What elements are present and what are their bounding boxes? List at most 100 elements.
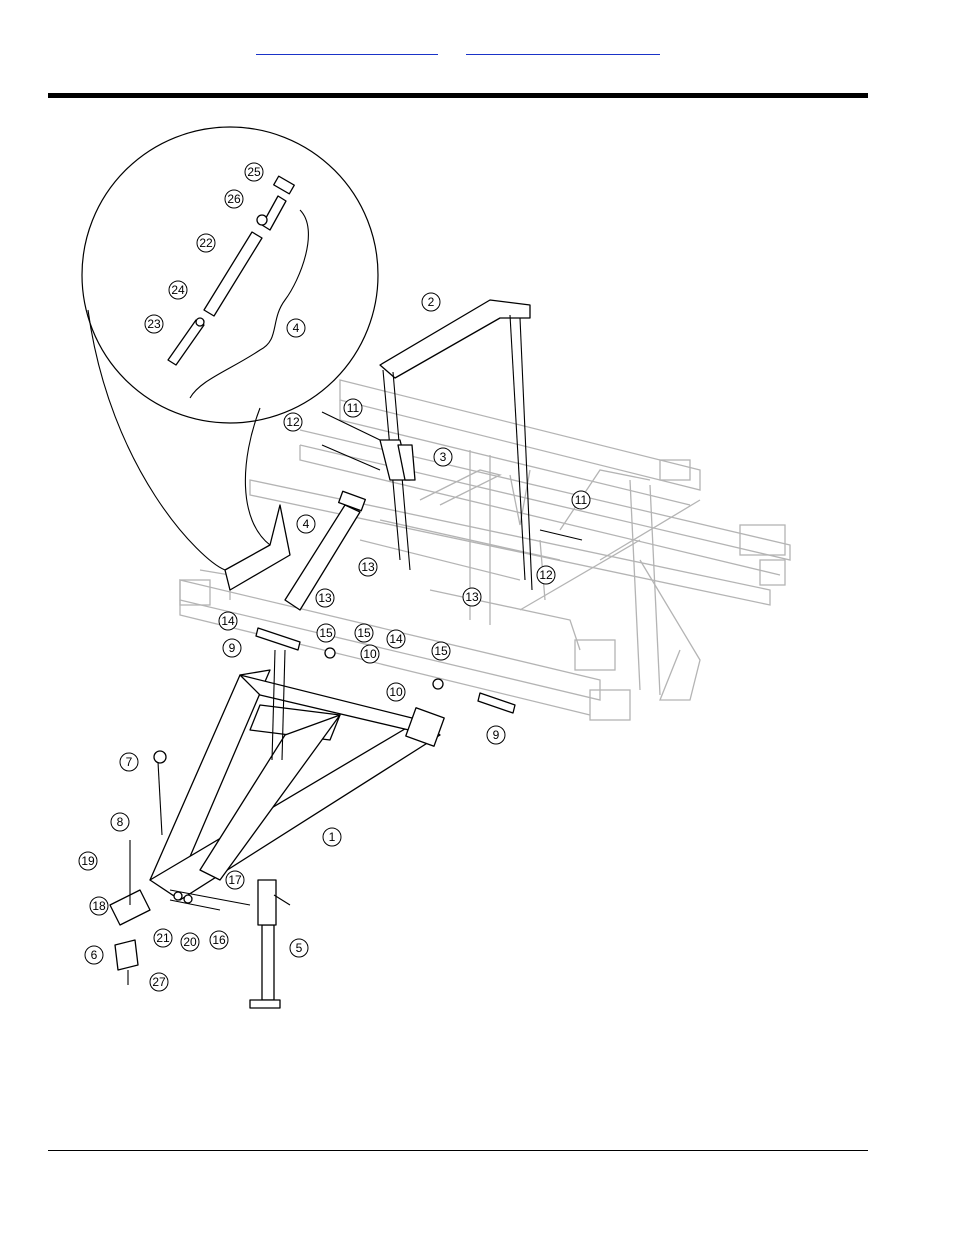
callout-10: 10 bbox=[360, 644, 380, 664]
callout-13: 13 bbox=[462, 587, 482, 607]
callout-label: 10 bbox=[389, 685, 403, 699]
callout-7: 7 bbox=[119, 752, 139, 772]
callout-25: 25 bbox=[244, 162, 264, 182]
callout-circle bbox=[78, 851, 98, 871]
callout-12: 12 bbox=[536, 565, 556, 585]
callout-label: 27 bbox=[152, 975, 166, 989]
callout-circle bbox=[354, 623, 374, 643]
callout-15: 15 bbox=[316, 623, 336, 643]
callout-circle bbox=[196, 233, 216, 253]
callout-2: 2 bbox=[421, 292, 441, 312]
callout-13: 13 bbox=[315, 588, 335, 608]
callout-circle bbox=[358, 557, 378, 577]
callout-circle bbox=[225, 870, 245, 890]
callout-circle bbox=[571, 490, 591, 510]
callout-17: 17 bbox=[225, 870, 245, 890]
callout-circle bbox=[386, 682, 406, 702]
bottom-rule bbox=[48, 1150, 868, 1151]
callout-label: 6 bbox=[91, 948, 98, 962]
callout-14: 14 bbox=[386, 629, 406, 649]
callout-label: 2 bbox=[428, 295, 435, 309]
callout-24: 24 bbox=[168, 280, 188, 300]
hitch-assembly bbox=[109, 299, 583, 1009]
callout-circle bbox=[218, 611, 238, 631]
callout-circle bbox=[209, 930, 229, 950]
callout-label: 1 bbox=[329, 830, 336, 844]
header-link-right[interactable] bbox=[466, 44, 660, 55]
callout-circle bbox=[84, 945, 104, 965]
callout-label: 14 bbox=[389, 632, 403, 646]
callout-circle bbox=[386, 629, 406, 649]
callout-circle bbox=[286, 318, 306, 338]
callout-label: 8 bbox=[117, 815, 124, 829]
callout-circle bbox=[149, 972, 169, 992]
callout-19: 19 bbox=[78, 851, 98, 871]
callout-label: 20 bbox=[183, 935, 197, 949]
callout-18: 18 bbox=[89, 896, 109, 916]
callout-label: 7 bbox=[126, 755, 133, 769]
callout-15: 15 bbox=[354, 623, 374, 643]
callout-label: 13 bbox=[465, 590, 479, 604]
callout-circle bbox=[343, 398, 363, 418]
callout-label: 4 bbox=[293, 321, 300, 335]
callout-circle bbox=[315, 588, 335, 608]
callout-label: 10 bbox=[363, 647, 377, 661]
callout-3: 3 bbox=[433, 447, 453, 467]
callout-label: 25 bbox=[247, 165, 261, 179]
callout-circle bbox=[144, 314, 164, 334]
callout-label: 15 bbox=[319, 626, 333, 640]
callout-label: 21 bbox=[156, 931, 170, 945]
callout-circle bbox=[296, 514, 316, 534]
callout-label: 17 bbox=[228, 873, 242, 887]
callout-circle bbox=[153, 928, 173, 948]
callout-label: 9 bbox=[229, 641, 236, 655]
callout-6: 6 bbox=[84, 945, 104, 965]
callout-13: 13 bbox=[358, 557, 378, 577]
top-rule bbox=[48, 93, 868, 98]
callout-label: 11 bbox=[347, 401, 360, 415]
callout-circle bbox=[89, 896, 109, 916]
callout-label: 3 bbox=[440, 450, 447, 464]
callout-label: 15 bbox=[357, 626, 371, 640]
callout-circle bbox=[316, 623, 336, 643]
callout-label: 9 bbox=[493, 728, 500, 742]
callout-label: 24 bbox=[171, 283, 185, 297]
callout-circle bbox=[431, 641, 451, 661]
callout-14: 14 bbox=[218, 611, 238, 631]
callout-label: 16 bbox=[212, 933, 226, 947]
callout-label: 18 bbox=[92, 899, 106, 913]
callout-circle bbox=[283, 412, 303, 432]
callout-26: 26 bbox=[224, 189, 244, 209]
header-link-left[interactable] bbox=[256, 44, 438, 55]
callout-label: 22 bbox=[199, 236, 213, 250]
callout-5: 5 bbox=[289, 938, 309, 958]
callout-10: 10 bbox=[386, 682, 406, 702]
callout-4: 4 bbox=[286, 318, 306, 338]
callout-15: 15 bbox=[431, 641, 451, 661]
callout-12: 12 bbox=[283, 412, 303, 432]
callout-circle bbox=[244, 162, 264, 182]
callout-22: 22 bbox=[196, 233, 216, 253]
callout-label: 4 bbox=[303, 517, 310, 531]
callout-20: 20 bbox=[180, 932, 200, 952]
frame-background bbox=[179, 379, 791, 721]
callout-label: 19 bbox=[81, 854, 95, 868]
callout-circle bbox=[462, 587, 482, 607]
callout-label: 12 bbox=[286, 415, 300, 429]
callout-circle bbox=[222, 638, 242, 658]
detail-circle bbox=[81, 126, 379, 591]
callout-circle bbox=[433, 447, 453, 467]
callout-circle bbox=[119, 752, 139, 772]
callout-11: 11 bbox=[571, 490, 591, 510]
callout-circle bbox=[360, 644, 380, 664]
callout-21: 21 bbox=[153, 928, 173, 948]
callout-1: 1 bbox=[322, 827, 342, 847]
callout-9: 9 bbox=[486, 725, 506, 745]
callout-label: 13 bbox=[318, 591, 332, 605]
callout-11: 11 bbox=[343, 398, 363, 418]
callout-circle bbox=[168, 280, 188, 300]
callout-label: 14 bbox=[221, 614, 235, 628]
callout-circle bbox=[421, 292, 441, 312]
